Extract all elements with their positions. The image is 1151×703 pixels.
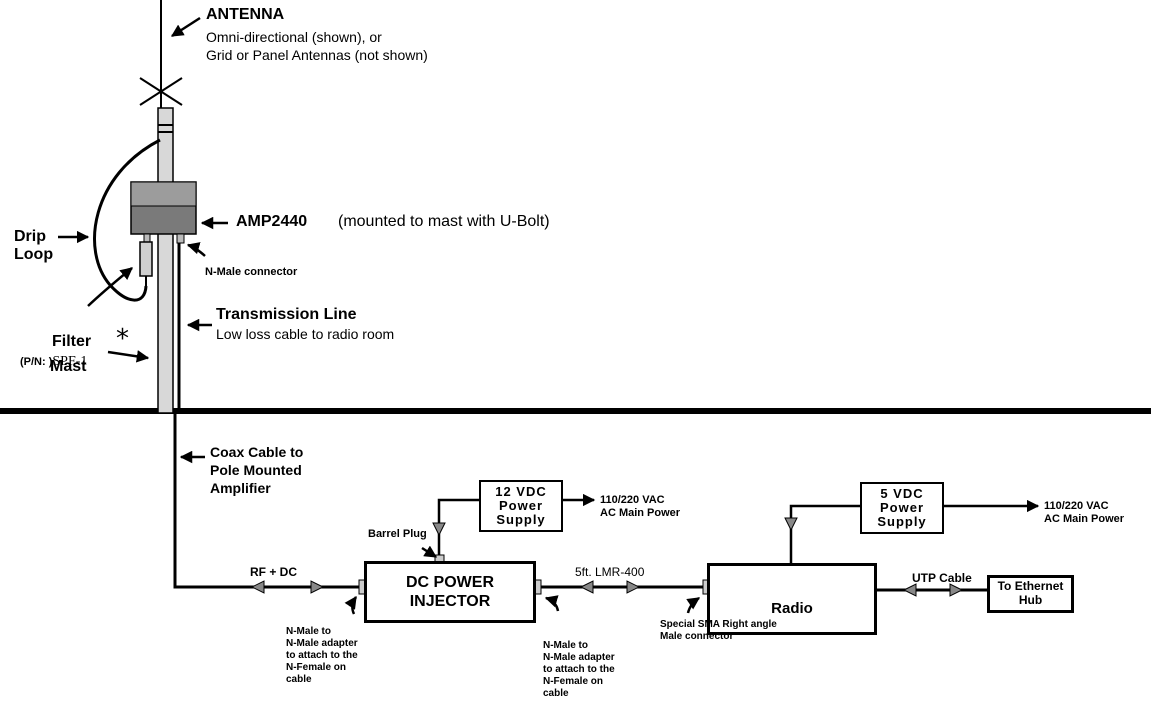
ac-main-b-line-2: AC Main Power (1044, 513, 1125, 525)
ethernet-hub-box: To Ethernet Hub (987, 575, 1074, 613)
coax-label-1: Coax Cable to (210, 444, 304, 460)
psu5-line-3: Supply (877, 514, 927, 530)
radio-label: Radio (771, 599, 813, 617)
ac-main-a-line-2: AC Main Power (600, 507, 681, 519)
filter-part-number: (P/N: )SPF-1 (20, 352, 87, 370)
eth-line-1: To Ethernet (997, 579, 1064, 594)
ac-main-a-line-1: 110/220 VAC (600, 494, 665, 506)
barrel-plug-label: Barrel Plug (368, 528, 427, 540)
antenna-line-1: Omni-directional (shown), or (206, 29, 382, 45)
psu5-line-1: 5 VDC (880, 485, 924, 501)
psu-12vdc: 12 VDC Power Supply (479, 480, 563, 532)
adapter-a-note: N-Male to N-Male adapter to attach to th… (286, 626, 358, 685)
drip-loop (93, 138, 161, 302)
coax-cable (173, 413, 364, 589)
filter-pn-prefix: (P/N: ) (20, 356, 53, 368)
adapter-b-note: N-Male to N-Male adapter to attach to th… (543, 640, 615, 699)
filter-body (139, 241, 153, 277)
utp-label: UTP Cable (912, 571, 972, 585)
antenna-cross-b (139, 77, 183, 106)
transmission-line-note: Low loss cable to radio room (216, 326, 395, 342)
mast-label: Mast (50, 358, 87, 375)
eth-line-2: Hub (1018, 593, 1043, 607)
sma-note-line-1: Special SMA Right angle (660, 619, 777, 630)
psu12-line-1: 12 VDC (495, 483, 547, 499)
psu12-line-3: Supply (496, 512, 546, 528)
lmr-label: 5ft. LMR-400 (575, 565, 645, 579)
psu-5vdc: 5 VDC Power Supply (860, 482, 944, 534)
nmale-connector-label: N-Male connector (205, 266, 298, 278)
injector-line-2: INJECTOR (409, 593, 491, 610)
filter-label: Filter (52, 333, 92, 350)
psu5-dc-wire (789, 504, 860, 565)
amp-note: (mounted to mast with U-Bolt) (338, 213, 550, 230)
dc-power-injector: DC POWER INJECTOR (364, 561, 536, 623)
mast (157, 107, 174, 414)
drip-label: Drip (14, 228, 46, 245)
loop-label: Loop (14, 246, 54, 263)
transmission-line-title: Transmission Line (216, 306, 357, 323)
antenna-title: ANTENNA (206, 6, 285, 23)
coax-label-3: Amplifier (210, 480, 271, 496)
psu5-line-2: Power (879, 499, 924, 515)
antenna-line-2: Grid or Panel Antennas (not shown) (206, 47, 428, 63)
rf-dc-label: RF + DC (250, 565, 298, 579)
psu12-line-2: Power (498, 497, 543, 513)
psu12-dc-wire (437, 498, 479, 555)
radio-box: Radio (707, 563, 877, 635)
coax-label-2: Pole Mounted (210, 462, 302, 478)
filter-asterisk: * (116, 324, 129, 354)
injector-line-1: DC POWER (406, 573, 494, 591)
sma-note-line-2: Male connector (660, 631, 734, 642)
amp-name: AMP2440 (236, 213, 308, 230)
filter-pn-value: SPF-1 (52, 354, 88, 369)
ac-main-b-line-1: 110/220 VAC (1044, 500, 1109, 512)
